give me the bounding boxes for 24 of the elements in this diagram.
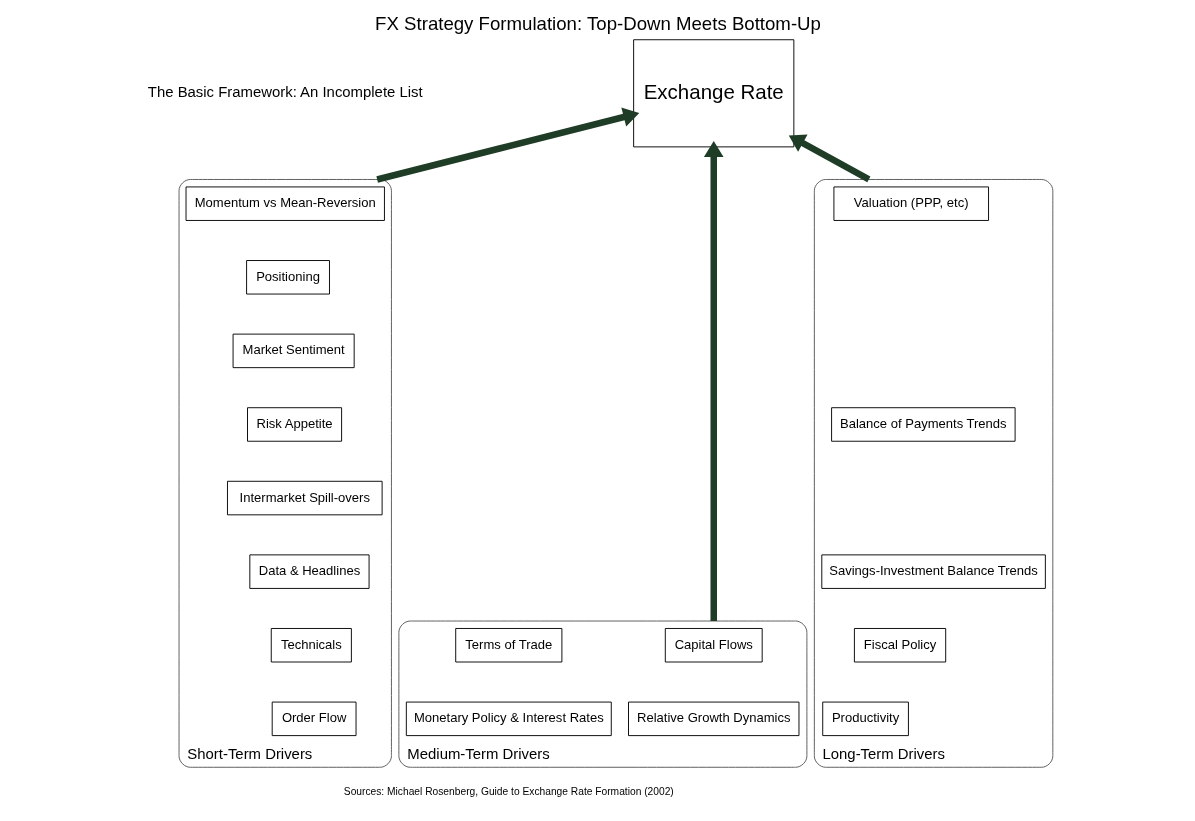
diagram-title: FX Strategy Formulation: Top-Down Meets Bottom-Up	[374, 13, 821, 35]
node-box: Exchange Rate	[632, 39, 794, 148]
node-box: Intermarket Spill-overs	[226, 480, 383, 516]
node-box: Order Flow	[271, 701, 356, 737]
label: The Basic Framework: An Incomplete List	[147, 83, 423, 100]
node-box: Momentum vs Mean-Reversion	[185, 186, 385, 221]
node-box: Monetary Policy & Interest Rates	[405, 701, 612, 737]
arrow	[703, 141, 724, 622]
node-box: Capital Flows	[664, 628, 763, 663]
node-box: Technicals	[270, 628, 352, 663]
node-box: Productivity	[821, 701, 909, 737]
arrow	[375, 107, 639, 183]
node-box: Risk Appetite	[246, 407, 342, 442]
node-box: Fiscal Policy	[853, 628, 946, 663]
label: Sources: Michael Rosenberg, Guide to Exchange Rate Formation (2002)	[343, 786, 674, 798]
node-box: Relative Growth Dynamics	[627, 701, 799, 737]
node-box: Data & Headlines	[248, 554, 370, 589]
node-box: Positioning	[245, 260, 330, 295]
node-box: Valuation (PPP, etc)	[832, 186, 989, 221]
node-box: Savings-Investment Balance Trends	[820, 554, 1046, 589]
node-box: Balance of Payments Trends	[830, 407, 1016, 442]
node-box: Market Sentiment	[232, 333, 355, 369]
arrow	[788, 134, 870, 183]
node-box: Terms of Trade	[454, 628, 562, 663]
